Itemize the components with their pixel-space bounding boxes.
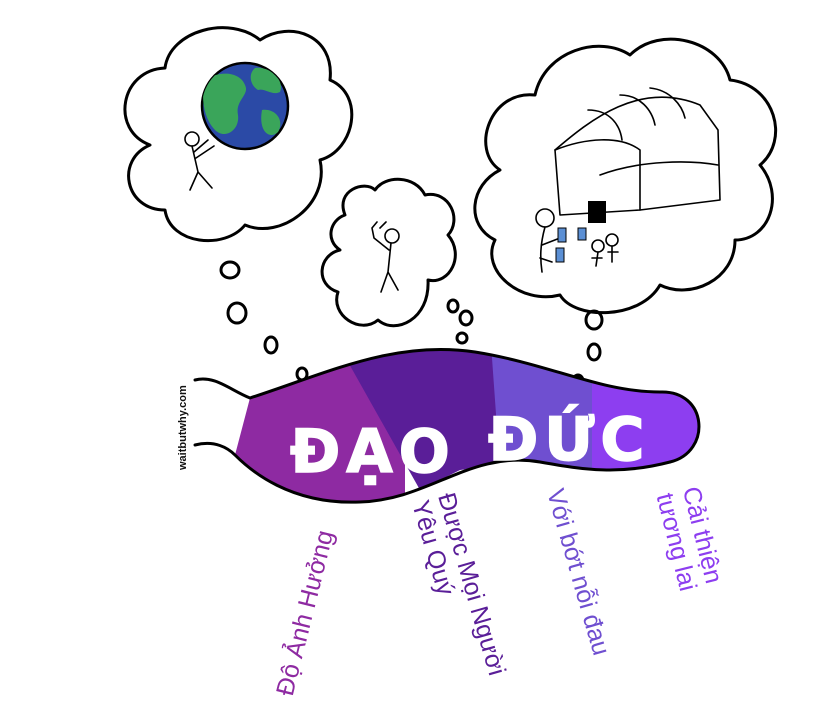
thought-bubbles-middle [446, 298, 474, 345]
thought-bubbles-left [219, 260, 309, 382]
worm-outline-top [193, 347, 701, 464]
title-part2: ĐỨC [488, 404, 650, 475]
thought-bubbles-right [571, 309, 604, 389]
people-water-icon [535, 208, 619, 273]
watermark: waitbutwhy.com [177, 385, 189, 471]
worm-outline-bottom [193, 441, 672, 504]
thought-cloud-left [123, 26, 354, 243]
person-flexing-icon [371, 221, 400, 293]
tent-shelter-icon [554, 87, 721, 223]
thought-cloud-right [473, 37, 778, 315]
thought-cloud-middle [320, 177, 457, 328]
earth-icon [200, 61, 290, 151]
title-part1: ĐẠO [290, 417, 456, 487]
person-holding-earth-icon [184, 131, 215, 191]
segment-loved [330, 349, 505, 490]
